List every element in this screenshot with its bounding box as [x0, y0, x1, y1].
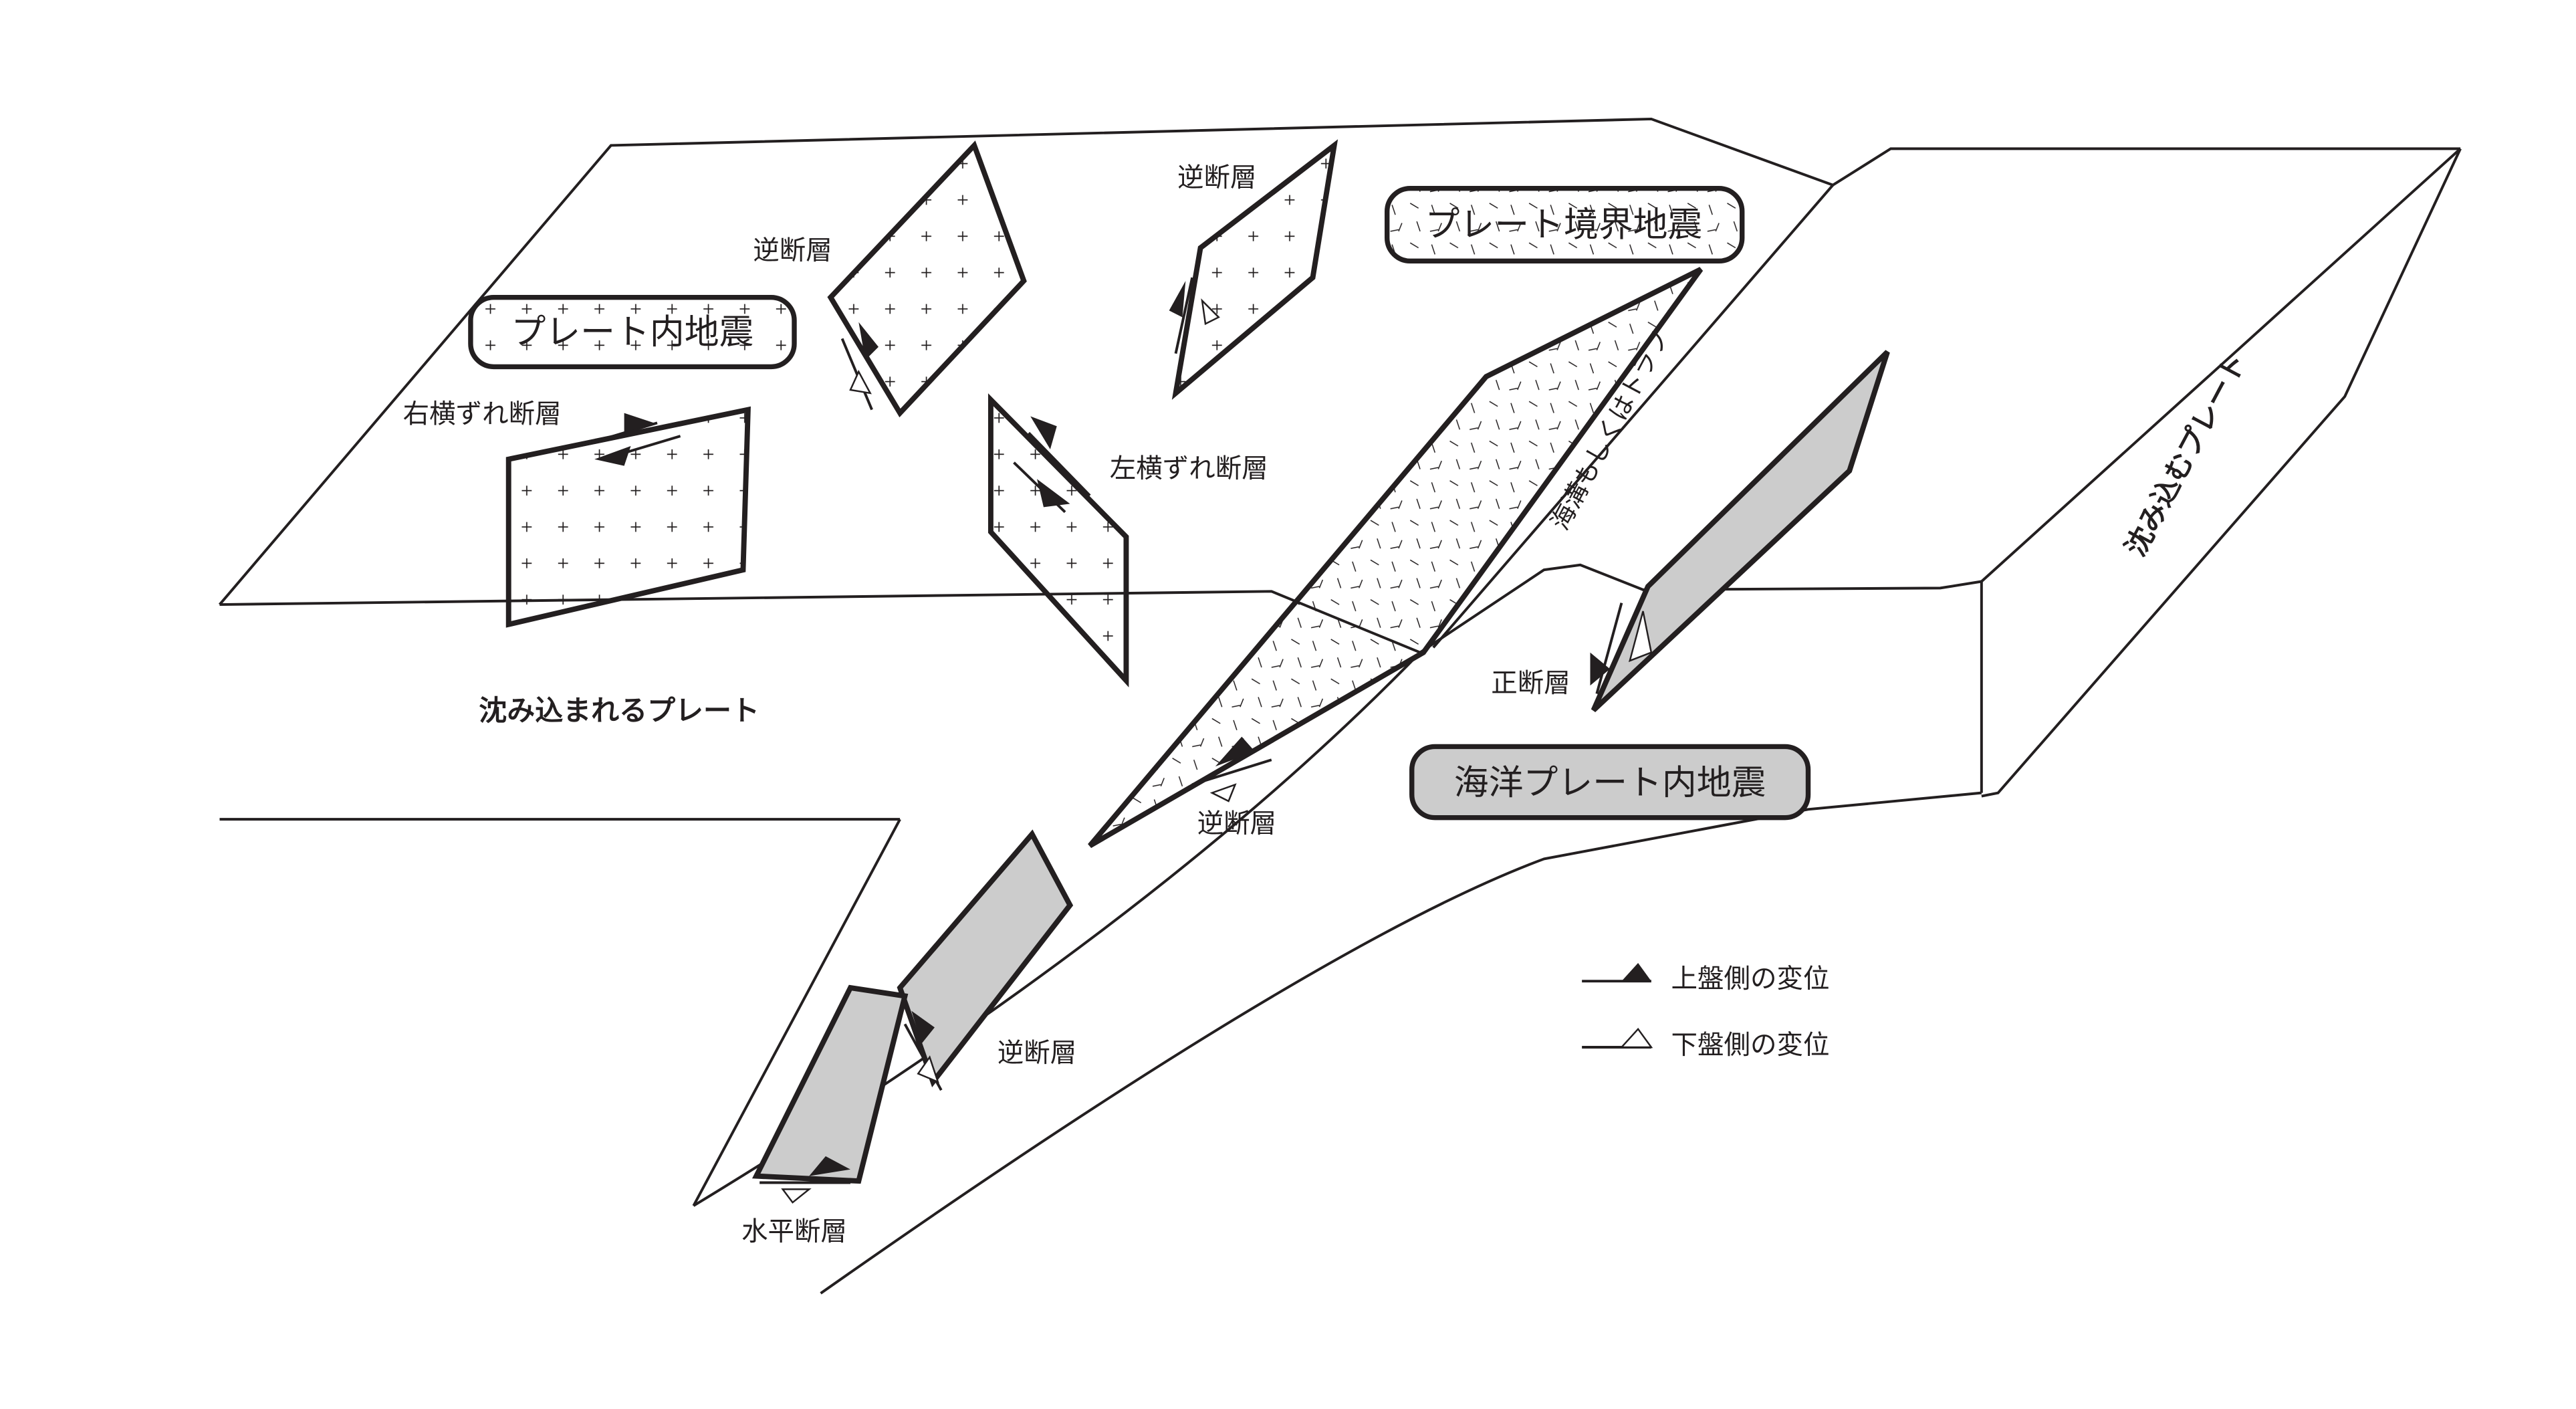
right-lateral-fault-plane	[505, 406, 751, 628]
reverse-fault-plane-2	[1171, 139, 1338, 400]
normal-fault-label: 正断層	[1491, 668, 1570, 699]
reverse-fault-plane-1	[827, 140, 1027, 418]
reverse-fault-label-1: 逆断層	[753, 235, 832, 266]
right-lateral-fault-label: 右横ずれ断層	[403, 399, 562, 429]
reverse-fault-label-2: 逆断層	[1177, 162, 1257, 193]
legend-hanging-wall: 上盤側の変位	[1671, 964, 1830, 994]
reverse-fault-label-boundary: 逆断層	[1197, 808, 1277, 839]
horizontal-fault-label: 水平断層	[741, 1216, 847, 1247]
intraplate-earthquake-label: プレート内地震	[511, 312, 753, 352]
interplate-earthquake-label: プレート境界地震	[1425, 205, 1703, 245]
normal-fault-plane	[1591, 350, 1890, 713]
legend-footwall: 下盤側の変位	[1671, 1030, 1830, 1061]
interplate-earthquake-box: プレート境界地震	[1384, 185, 1745, 264]
intraplate-earthquake-box: プレート内地震	[468, 294, 797, 370]
reverse-arrow-boundary	[1191, 736, 1272, 802]
slab-horizontal-fault-plane	[751, 984, 909, 1184]
oceanic-intraplate-earthquake-label: 海洋プレート内地震	[1454, 763, 1766, 803]
oceanic-intraplate-earthquake-box: 海洋プレート内地震	[1409, 744, 1811, 821]
slab-reverse-fault-plane	[897, 829, 1074, 1088]
overriding-plate-label: 沈み込まれるプレート	[479, 694, 759, 727]
left-lateral-fault-label: 左横ずれ断層	[1110, 453, 1268, 484]
legend: 上盤側の変位 下盤側の変位	[1582, 963, 1830, 1061]
interplate-fault-plane	[1088, 267, 1704, 849]
subducting-plate-label: 沈み込むプレート	[2119, 348, 2253, 561]
left-lateral-fault-plane	[987, 393, 1129, 687]
reverse-fault-label-slab: 逆断層	[998, 1038, 1077, 1069]
